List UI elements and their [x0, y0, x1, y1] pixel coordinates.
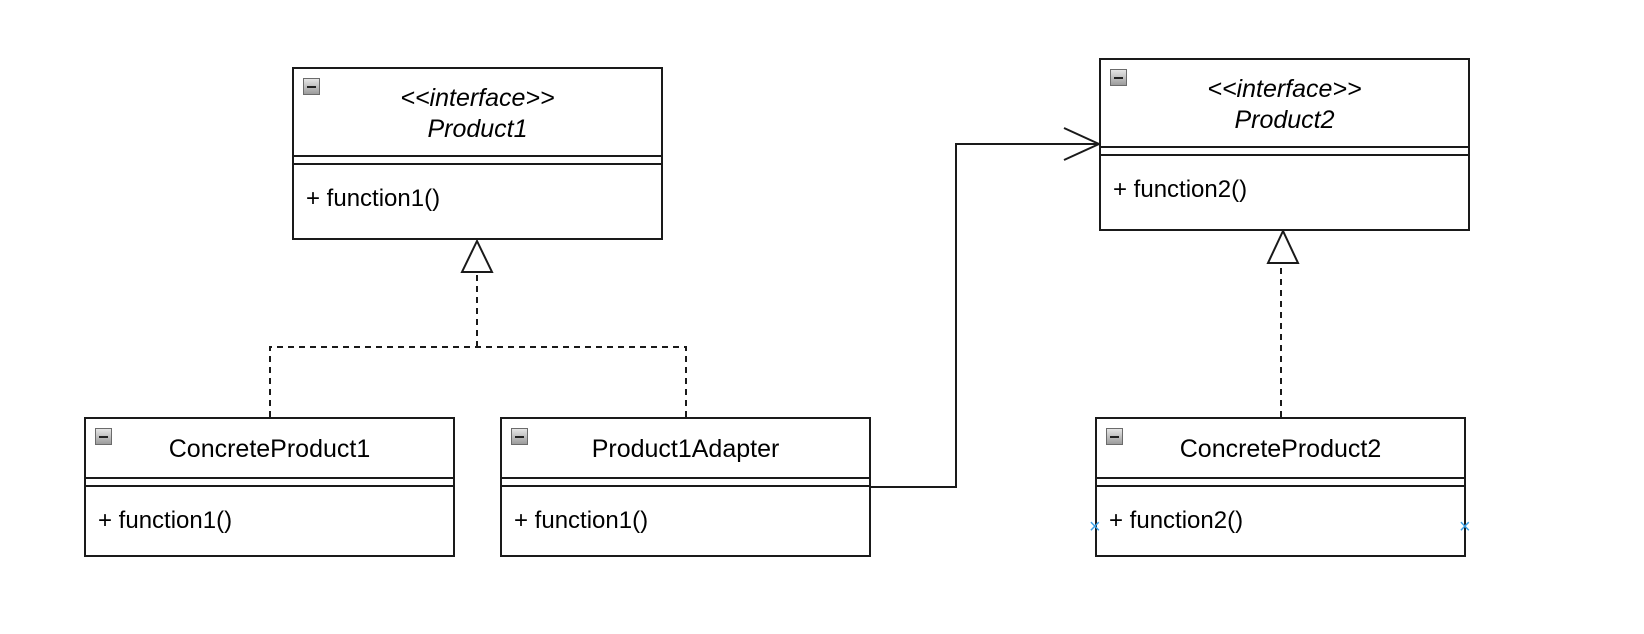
- operation-text: + function1(): [514, 507, 649, 534]
- operations-compartment: + function1(): [294, 165, 661, 236]
- class-concreteproduct2[interactable]: ConcreteProduct2 + function2(): [1095, 417, 1466, 557]
- collapse-minus-icon[interactable]: [1110, 69, 1127, 86]
- resize-handle-icon[interactable]: ×: [1089, 516, 1101, 538]
- class-name: Product1Adapter: [591, 435, 780, 463]
- realization-line-concreteproduct1: [269, 346, 477, 417]
- realization-product2[interactable]: [1266, 228, 1300, 417]
- attributes-compartment: [86, 479, 453, 487]
- operation-text: + function2(): [1109, 507, 1244, 534]
- class-name: Product2: [1234, 106, 1335, 134]
- class-header[interactable]: <<interface>> Product1: [294, 69, 661, 157]
- class-name: ConcreteProduct1: [168, 435, 371, 463]
- class-name: Product1: [427, 115, 528, 143]
- operations-compartment: + function1(): [86, 487, 453, 557]
- collapse-minus-icon[interactable]: [1106, 428, 1123, 445]
- operation-text: + function1(): [98, 507, 233, 534]
- attributes-compartment: [1097, 479, 1464, 487]
- realization-product1[interactable]: [269, 238, 687, 417]
- operations-compartment[interactable]: + function2(): [1097, 487, 1464, 557]
- realization-line-product1adapter: [477, 346, 687, 417]
- class-product1adapter[interactable]: Product1Adapter + function1(): [500, 417, 871, 557]
- attributes-compartment: [294, 157, 661, 165]
- class-product2[interactable]: <<interface>> Product2 + function2(): [1099, 58, 1470, 231]
- association-line: [871, 143, 1099, 488]
- class-header[interactable]: <<interface>> Product2: [1101, 60, 1468, 148]
- attributes-compartment: [1101, 148, 1468, 156]
- operation-text: + function1(): [306, 185, 441, 212]
- class-stereotype: <<interface>>: [400, 84, 555, 112]
- class-header[interactable]: ConcreteProduct1: [86, 419, 453, 479]
- class-stereotype: <<interface>>: [1207, 75, 1362, 103]
- class-header[interactable]: Product1Adapter: [502, 419, 869, 479]
- class-name: ConcreteProduct2: [1179, 435, 1382, 463]
- resize-handle-icon[interactable]: ×: [1459, 516, 1471, 538]
- operation-text: + function2(): [1113, 176, 1248, 203]
- collapse-minus-icon[interactable]: [511, 428, 528, 445]
- operations-compartment: + function2(): [1101, 156, 1468, 227]
- attributes-compartment: [502, 479, 869, 487]
- class-concreteproduct1[interactable]: ConcreteProduct1 + function1(): [84, 417, 455, 557]
- association-adapter-product2[interactable]: [871, 127, 1102, 488]
- class-header[interactable]: ConcreteProduct2: [1097, 419, 1464, 479]
- realization-arrowhead-product1: [460, 238, 494, 273]
- realization-arrowhead-product2: [1266, 228, 1300, 264]
- collapse-minus-icon[interactable]: [95, 428, 112, 445]
- collapse-minus-icon[interactable]: [303, 78, 320, 95]
- operations-compartment: + function1(): [502, 487, 869, 557]
- class-product1[interactable]: <<interface>> Product1 + function1(): [292, 67, 663, 240]
